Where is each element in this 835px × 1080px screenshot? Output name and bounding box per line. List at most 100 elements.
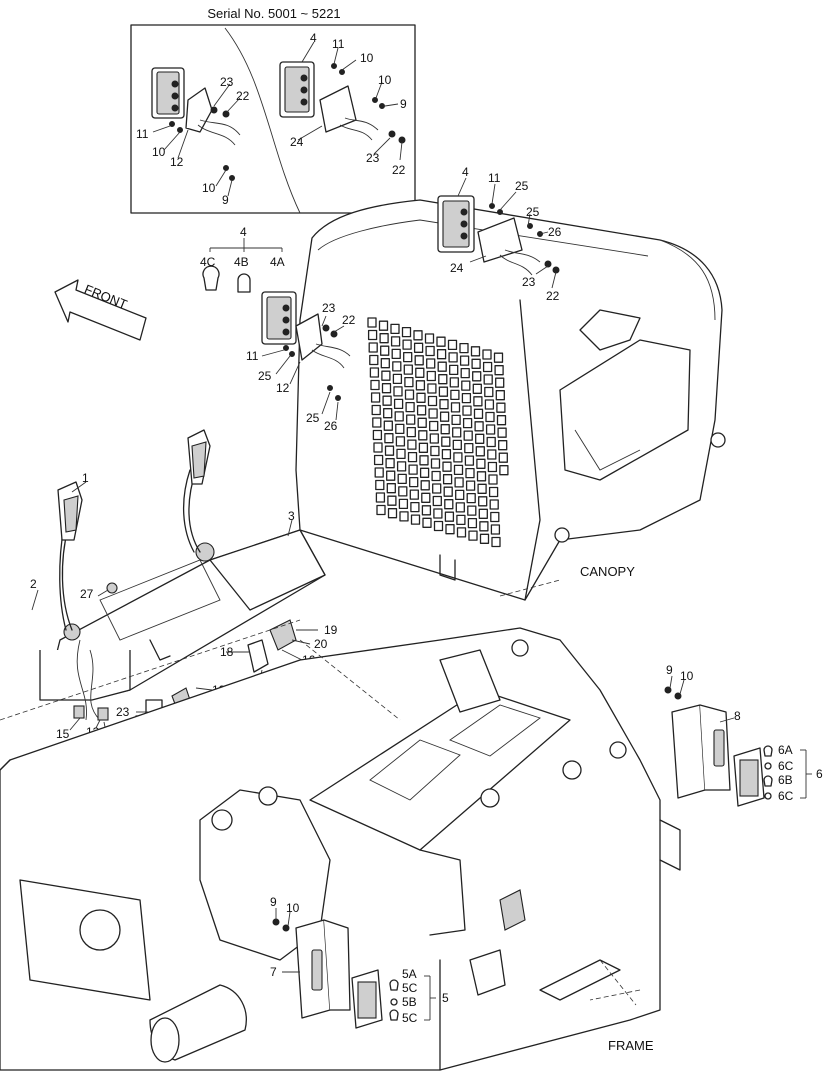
grille-cell: [371, 404, 381, 416]
grille-cell: [376, 504, 386, 516]
grille-cell: [438, 386, 449, 397]
grille-cell: [439, 411, 450, 422]
grille-cell: [406, 414, 416, 425]
grille-cell: [474, 421, 484, 432]
callout: 1: [82, 471, 89, 485]
grille-cell: [478, 508, 488, 519]
callout: 9: [400, 97, 407, 111]
grille-cell: [367, 329, 378, 341]
grille-cell: [473, 396, 483, 407]
grille-cell: [466, 492, 476, 504]
grille-cell: [409, 489, 419, 500]
callout: 7: [270, 965, 277, 979]
grille-cell: [396, 448, 406, 460]
grille-cell: [433, 508, 443, 519]
grille-cell: [382, 395, 392, 406]
grille-cell: [401, 326, 412, 338]
grille-cell: [453, 464, 464, 476]
grille-cell: [395, 436, 406, 447]
grille-cell: [426, 370, 436, 382]
callout: 25: [515, 179, 529, 193]
grille-cell: [393, 386, 403, 397]
rear-light-left: [272, 918, 436, 1029]
callout: 25: [258, 369, 272, 383]
grille-cell: [493, 352, 504, 363]
grille-cell: [392, 361, 402, 372]
grille-cell: [392, 373, 403, 385]
grille-cell: [427, 383, 437, 394]
callout: 22: [236, 89, 250, 103]
grille-cell: [397, 473, 407, 485]
grille-cell: [484, 399, 495, 410]
grille-cell: [418, 442, 429, 453]
grille-cell: [381, 383, 392, 394]
bulb-4c-icon: [202, 265, 220, 291]
grille-cell: [393, 398, 404, 410]
grille-cell: [491, 536, 501, 548]
callout: 9: [270, 895, 277, 909]
grille-cell: [485, 424, 496, 435]
frame-top-plate: [309, 689, 571, 851]
canopy-right-lamp: [437, 195, 560, 276]
grille-cell: [409, 476, 419, 488]
grille-cell: [404, 389, 415, 400]
callout: 4B: [234, 255, 249, 269]
grille-cell: [450, 389, 460, 401]
grille-cell: [460, 367, 470, 379]
callout: 6C: [778, 759, 794, 773]
grille-cell: [387, 495, 397, 506]
grille-cell: [426, 358, 436, 369]
inset-canopy-edge: [224, 27, 301, 214]
callout: 5C: [402, 1011, 418, 1025]
callout: 2: [30, 577, 37, 591]
callout: 11: [332, 37, 345, 51]
grille-cell: [427, 395, 438, 407]
grille-cell: [399, 511, 409, 522]
grille-cell: [496, 402, 506, 413]
grille-cell: [472, 383, 482, 394]
grille-cell: [375, 492, 386, 503]
grille-cell: [407, 451, 418, 463]
grille-cell: [444, 499, 454, 510]
grille-cell: [476, 471, 487, 482]
grille-cell: [465, 480, 476, 491]
bulb-4b-icon: [237, 273, 251, 293]
grille-cell: [387, 508, 398, 519]
grille-cell: [416, 392, 426, 403]
grille-cell: [396, 461, 407, 472]
grille-cell: [455, 489, 465, 501]
grille-cell: [430, 458, 441, 469]
canopy-side-window: [559, 339, 691, 481]
grille-cell: [425, 345, 435, 357]
grille-cell: [441, 436, 451, 447]
callout: 10: [202, 181, 216, 195]
grille-cell: [405, 401, 415, 413]
grille-cell: [403, 351, 413, 363]
grille-cell: [494, 365, 504, 376]
callout: 25: [306, 411, 320, 425]
callout: 11: [246, 349, 259, 363]
callout: 23: [116, 705, 130, 719]
grille-cell: [419, 467, 430, 478]
callout: 15: [56, 727, 70, 741]
callout: 6B: [778, 773, 793, 787]
grille-cell: [448, 352, 458, 363]
grille-cell: [471, 358, 481, 369]
grille-cell: [394, 411, 404, 422]
callout: 24: [450, 261, 464, 275]
callout: 25: [526, 205, 540, 219]
grille-cell: [380, 358, 390, 369]
grille-cell: [468, 530, 478, 541]
grille-cell: [483, 374, 493, 385]
callout: 5: [442, 991, 449, 1005]
grille-cell: [370, 379, 380, 391]
grille-cell: [498, 440, 508, 451]
callout: 5A: [402, 967, 417, 981]
grille-cell: [438, 374, 448, 385]
grille-cell: [499, 465, 509, 476]
assembly-lines: [0, 579, 641, 1006]
grille-cell: [380, 345, 390, 356]
grille-cell: [455, 502, 465, 513]
grille-cell: [370, 392, 381, 403]
grille-cell: [452, 439, 462, 451]
